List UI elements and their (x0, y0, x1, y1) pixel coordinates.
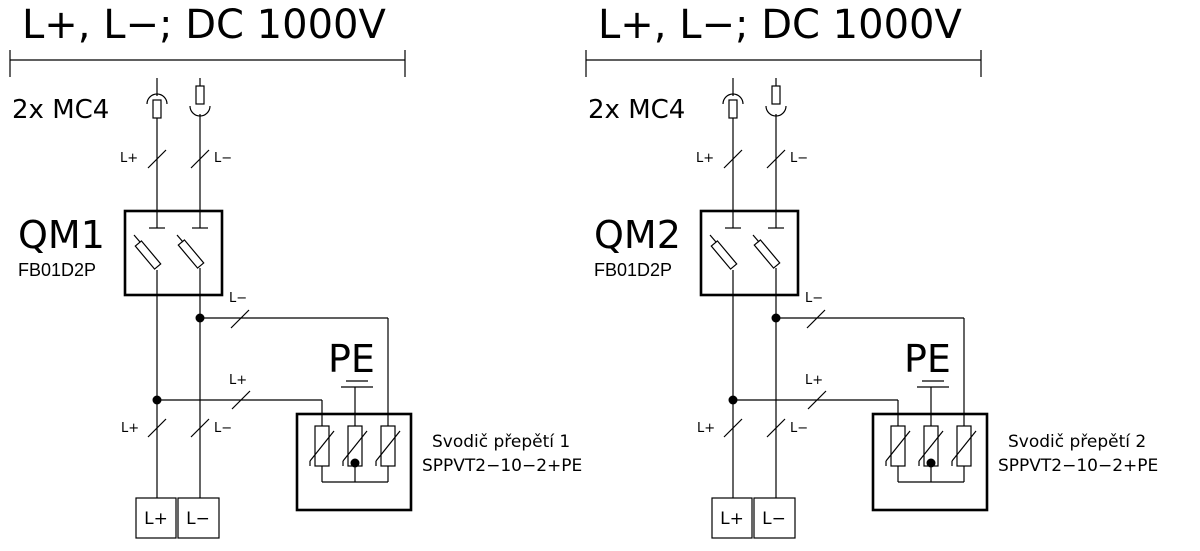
panel-1-breaker-contact-minus (176, 234, 205, 269)
panel-1-wire-mark-plus-lower: L+ (121, 418, 167, 438)
panel-2-breaker-contact-plus (709, 234, 738, 273)
panel-1-wire-label-minus-upper: L− (214, 151, 232, 166)
panel-1-terminal-plus: L+ (135, 497, 177, 539)
panel-2-wire-label-minus-upper: L− (790, 151, 808, 166)
panel-1-mc4-plus-connector-icon (146, 78, 168, 128)
panel-1-terminal-minus-label: L− (186, 509, 210, 529)
panel-2-terminal-minus-label: L− (762, 509, 786, 529)
panel-2-surge-arrester (871, 412, 989, 512)
panel-2-breaker (699, 209, 800, 297)
panel-1-varistor-3 (375, 425, 401, 482)
panel-2-branch-plus: L+ (728, 373, 899, 420)
panel-2-varistor-3 (951, 425, 977, 482)
panel-1-wire-label-plus-branch: L+ (229, 373, 247, 388)
panel-1-breaker (123, 209, 224, 297)
panel-1-wire-mark-plus-upper: L+ (120, 149, 167, 169)
panel-1-terminal-minus: L− (177, 497, 220, 539)
panel-2: L+, L−; DC 1000V 2x MC4 (585, 2, 1158, 539)
panel-1-header-bracket (9, 50, 406, 77)
panel-1-wire-label-plus-lower: L+ (121, 421, 139, 436)
panel-1-breaker-name: QM1 (18, 213, 105, 257)
panel-1: L+, L−; DC 1000V 2x MC4 (9, 2, 582, 539)
panel-2-varistor-1 (885, 425, 911, 482)
panel-2-wire-mark-plus-lower: L+ (697, 418, 743, 438)
panel-1-breaker-model: FB01D2P (18, 260, 96, 280)
panel-1-surge-arrester-model: SPPVT2−10−2+PE (422, 456, 582, 476)
panel-2-mc4-minus-connector-icon (765, 78, 787, 128)
panel-2-wire-mark-plus-upper: L+ (696, 149, 743, 169)
panel-2-pe-label: PE (904, 337, 951, 381)
panel-2-wire-label-minus-branch: L− (805, 291, 823, 306)
panel-1-mc4-minus-connector-icon (189, 78, 211, 128)
panel-1-surge-arrester-name: Svodič přepětí 1 (432, 432, 570, 452)
panel-2-breaker-model: FB01D2P (594, 260, 672, 280)
panel-2-wire-label-plus-branch: L+ (805, 373, 823, 388)
panel-2-wire-label-minus-lower: L− (790, 421, 808, 436)
panel-1-pe-label: PE (328, 337, 375, 381)
panel-1-terminal-plus-label: L+ (144, 509, 168, 529)
panel-2-terminal-plus-label: L+ (720, 509, 744, 529)
panel-2-branch-minus: L− (771, 291, 965, 420)
panel-1-branch-plus: L+ (152, 373, 323, 420)
panel-1-header: L+, L−; DC 1000V (22, 2, 386, 48)
panel-2-surge-arrester-model: SPPVT2−10−2+PE (998, 456, 1158, 476)
panel-1-wire-mark-minus-upper: L− (190, 149, 232, 169)
panel-2-wire-label-plus-lower: L+ (697, 421, 715, 436)
panel-2-wire-label-plus-upper: L+ (696, 151, 714, 166)
panel-1-wire-mark-minus-lower: L− (190, 418, 232, 438)
panel-2-connector-label: 2x MC4 (588, 95, 685, 125)
panel-2-breaker-name: QM2 (594, 213, 681, 257)
panel-1-breaker-contact-plus (133, 234, 162, 273)
panel-2-terminal-minus: L− (753, 497, 796, 539)
panel-1-branch-minus: L− (195, 291, 389, 420)
panel-1-wire-label-minus-lower: L− (214, 421, 232, 436)
panel-2-wire-mark-minus-upper: L− (766, 149, 808, 169)
panel-2-breaker-contact-minus (752, 234, 781, 269)
panel-2-terminal-plus: L+ (711, 497, 753, 539)
panel-2-header-bracket (585, 50, 982, 77)
panel-1-varistor-1 (309, 425, 335, 482)
panel-1-surge-arrester (295, 412, 413, 512)
panel-1-wire-label-plus-upper: L+ (120, 151, 138, 166)
panel-2-header: L+, L−; DC 1000V (598, 2, 962, 48)
panel-2-mc4-plus-connector-icon (722, 78, 744, 128)
panel-2-wire-mark-minus-lower: L− (766, 418, 808, 438)
panel-2-surge-arrester-name: Svodič přepětí 2 (1008, 432, 1146, 452)
panel-1-wire-label-minus-branch: L− (229, 291, 247, 306)
panel-1-connector-label: 2x MC4 (12, 95, 109, 125)
